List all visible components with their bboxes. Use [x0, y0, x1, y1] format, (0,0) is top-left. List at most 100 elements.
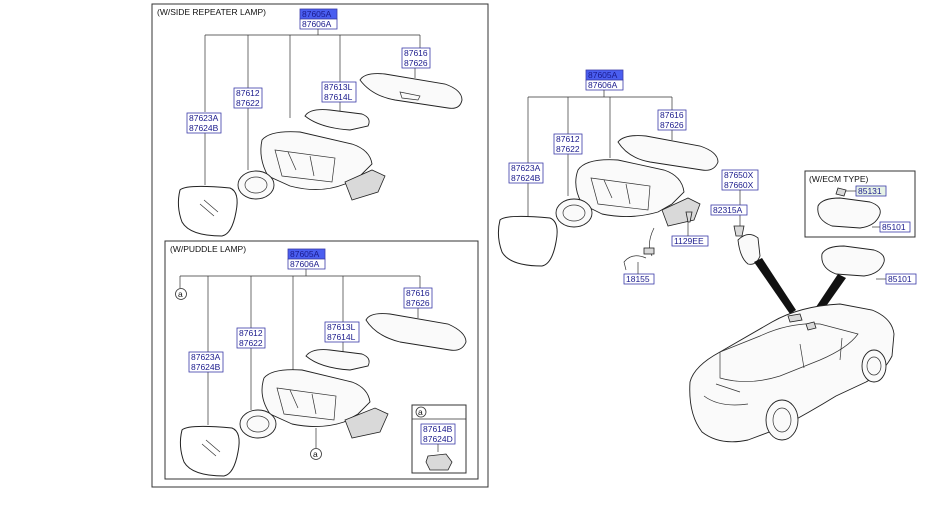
main-glass-part [497, 215, 558, 267]
cover-label-a[interactable]: 87616 [404, 48, 428, 58]
main-assembly-a[interactable]: 87605A [588, 70, 618, 80]
puddle-assembly-a[interactable]: 87605A [290, 249, 320, 259]
car-pillars [799, 337, 843, 369]
puddle-glass-part [179, 425, 240, 477]
main-glass-box [508, 162, 544, 184]
lamp-label-b[interactable]: 87614L [324, 92, 353, 102]
puddle-cover-b[interactable]: 87626 [406, 298, 430, 308]
actuator-label-box [233, 87, 263, 109]
puddle-assembly-b[interactable]: 87606A [290, 259, 320, 269]
puddle-actuator-b[interactable]: 87622 [239, 338, 263, 348]
bracket-box [710, 204, 748, 216]
inside-mirror-part [821, 245, 885, 277]
car-rear-wheel [765, 399, 799, 441]
puddle-panel-frame [164, 240, 479, 480]
main-cover-box [657, 109, 687, 131]
actuator-label-b[interactable]: 87622 [236, 98, 260, 108]
main-actuator-a[interactable]: 87612 [556, 134, 580, 144]
main-glass-b[interactable]: 87624B [511, 173, 541, 183]
assembly-label-box [299, 18, 338, 30]
main-actuator-inner [562, 204, 586, 222]
cover-label-box [401, 47, 431, 69]
puddle-base-part [344, 407, 389, 439]
lamp-label-box [321, 81, 357, 103]
main-assembly-b[interactable]: 87606A [588, 80, 618, 90]
puddle-actuator-box [236, 327, 266, 349]
puddle-actuator-part [239, 409, 277, 439]
inset-a-label-a[interactable]: 87614B [423, 424, 453, 434]
bracket-label[interactable]: 82315A [713, 205, 743, 215]
inside-mirror-group: 85101 [821, 245, 917, 285]
car-mirror-marker [787, 313, 803, 323]
puddle-lamp-b[interactable]: 87614L [327, 332, 356, 342]
main-cover2-b[interactable]: 87660X [724, 180, 754, 190]
leader-lines-lower [204, 68, 416, 185]
pointer-wedge-left [754, 258, 796, 314]
leader-lines [204, 29, 421, 118]
actuator-inner [244, 176, 268, 194]
puddle-housing-internals [276, 387, 337, 421]
puddle-cover-box [403, 287, 433, 309]
ecm-panel: (W/ECM TYPE) 85131 85101 [809, 174, 911, 233]
puddle-leader-lines [179, 269, 421, 372]
main-actuator-b[interactable]: 87622 [556, 144, 580, 154]
inset-a-label-b[interactable]: 87624D [423, 434, 453, 444]
inset-a-mark [415, 406, 427, 418]
puddle-title: (W/PUDDLE LAMP) [170, 244, 246, 254]
cover-label-b[interactable]: 87626 [404, 58, 428, 68]
puddle-lamp-part [305, 349, 370, 371]
left-panel-frame [151, 3, 489, 488]
actuator-label-a[interactable]: 87612 [236, 88, 260, 98]
mirror-mount-bracket-part [733, 225, 745, 237]
main-actuator-part [555, 198, 593, 228]
harness-label[interactable]: 18155 [626, 274, 650, 284]
main-leader-lines [527, 90, 673, 163]
screw-label[interactable]: 1129EE [674, 236, 704, 246]
car-rear-hub [772, 407, 792, 433]
main-cover-a[interactable]: 87616 [660, 110, 684, 120]
assembly-label-b[interactable]: 87606A [302, 19, 332, 29]
side-repeater-title: (W/SIDE REPEATER LAMP) [157, 7, 266, 17]
glass-label-b[interactable]: 87624B [189, 123, 219, 133]
main-glass-a[interactable]: 87623A [511, 163, 541, 173]
puddle-glass-b[interactable]: 87624B [191, 362, 221, 372]
puddle-cover-a[interactable]: 87616 [406, 288, 430, 298]
glass-label-box [186, 112, 222, 134]
harness-box [623, 273, 655, 285]
ecm-mirror-part [817, 197, 881, 229]
car-illustration [689, 303, 895, 443]
puddle-glass-box [188, 351, 224, 373]
ecm-bulb-label[interactable]: 85131 [858, 186, 882, 196]
puddle-panel: (W/PUDDLE LAMP) 87605A 87606A a 87616 87… [170, 244, 467, 477]
main-cover-b[interactable]: 87626 [660, 120, 684, 130]
puddle-assembly-box [287, 258, 326, 270]
cover-notch [399, 91, 421, 101]
main-cover2-a[interactable]: 87650X [724, 170, 754, 180]
ecm-mirror-label[interactable]: 85101 [882, 222, 906, 232]
puddle-lamp-a[interactable]: 87613L [327, 322, 356, 332]
ref-mark-a-top [175, 288, 187, 300]
ref-mark-a-bottom-label: a [313, 449, 318, 459]
inset-a-frame [411, 404, 467, 474]
mirror-cover-part [359, 73, 463, 109]
puddle-cover-part [365, 313, 467, 351]
inside-mirror-label[interactable]: 85101 [888, 274, 912, 284]
assembly-label-a[interactable]: 87605A [302, 9, 332, 19]
mirror-mount-cover-part [737, 234, 761, 265]
harness-connector [643, 247, 655, 255]
mirror-base-part [344, 169, 386, 201]
puddle-actuator-a[interactable]: 87612 [239, 328, 263, 338]
main-cover-part [617, 135, 719, 171]
screw-box [671, 235, 709, 247]
car-tail-details [703, 383, 749, 406]
car-front-wheel [861, 349, 887, 383]
car-roof-glass [719, 323, 859, 382]
housing-internals [274, 149, 336, 183]
main-assembly: 87605A 87606A 87616 87626 87612 87622 87… [497, 69, 761, 285]
ecm-bulb-part [835, 187, 847, 197]
lamp-label-a[interactable]: 87613L [324, 82, 353, 92]
glass-label-a[interactable]: 87623A [189, 113, 219, 123]
puddle-glass-a[interactable]: 87623A [191, 352, 221, 362]
puddle-actuator-inner [246, 415, 270, 433]
